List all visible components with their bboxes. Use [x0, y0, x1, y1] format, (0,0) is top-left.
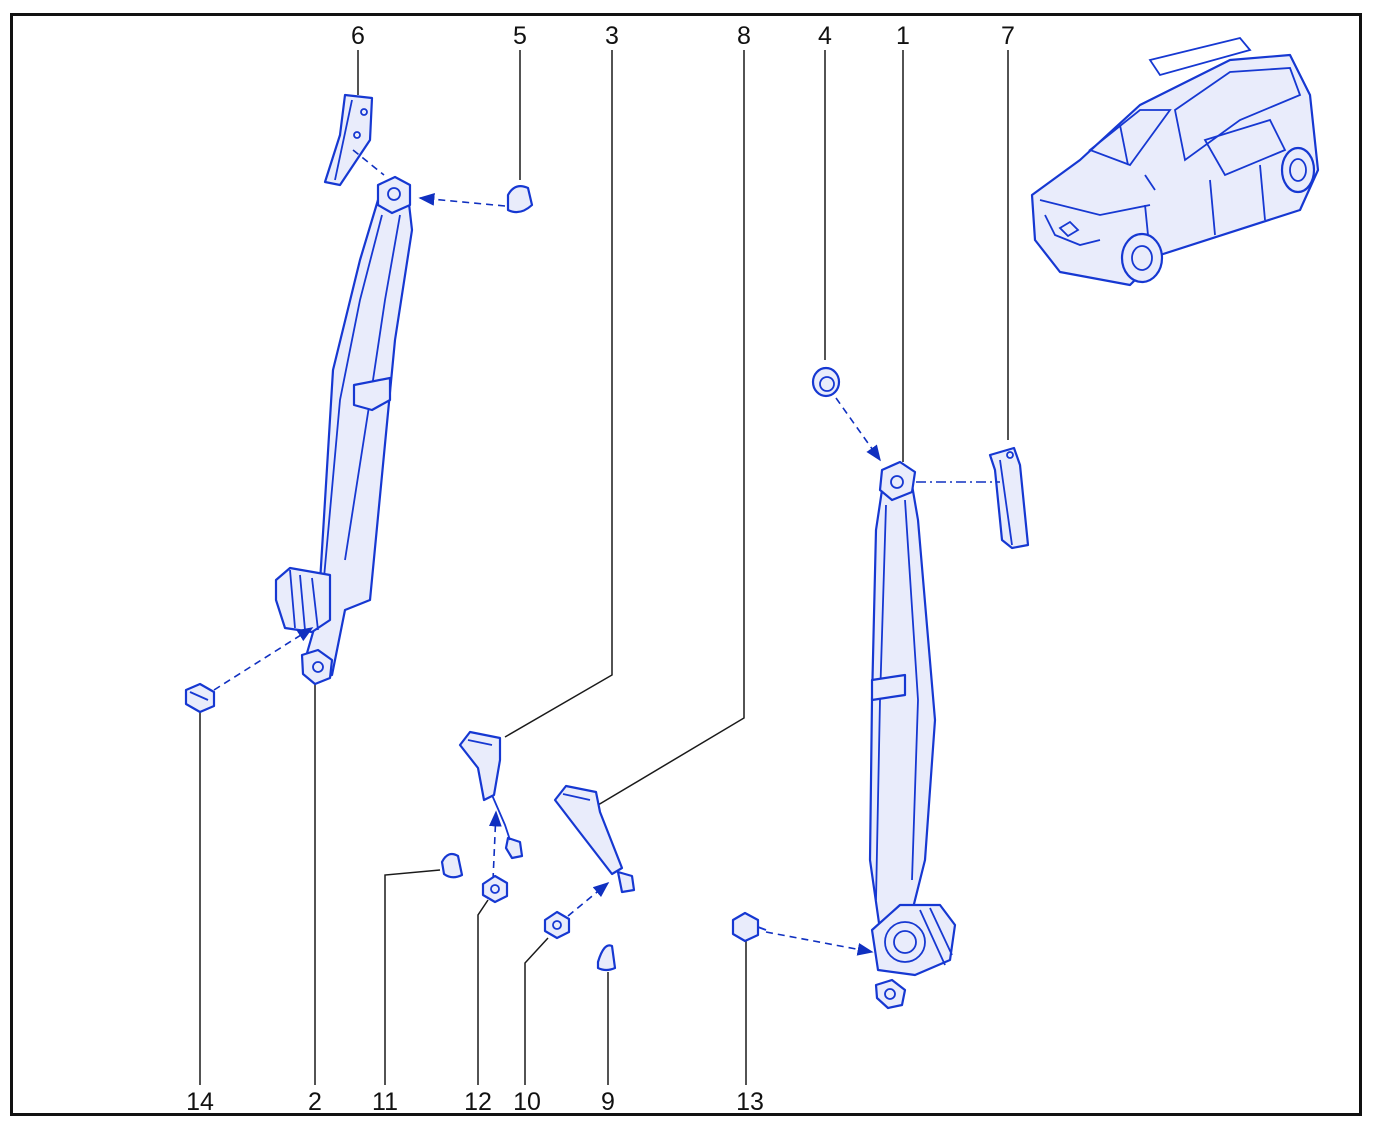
- callout-1: 1: [896, 22, 910, 50]
- part-13-bolt: [731, 911, 767, 943]
- part-10-nut: [543, 910, 571, 940]
- callout-10: 10: [513, 1088, 541, 1116]
- callout-4: 4: [818, 22, 832, 50]
- part-3-buckle: [458, 730, 524, 860]
- callout-5: 5: [513, 22, 527, 50]
- callout-12: 12: [464, 1088, 492, 1116]
- callout-13: 13: [736, 1088, 764, 1116]
- vehicle-thumbnail: [1030, 36, 1320, 287]
- callout-9: 9: [601, 1088, 615, 1116]
- leader-lines: [199, 50, 1009, 1085]
- part-8-buckle: [553, 784, 636, 894]
- callout-8: 8: [737, 22, 751, 50]
- part-4-cap: [811, 366, 841, 398]
- callout-7: 7: [1001, 22, 1015, 50]
- callout-14: 14: [186, 1088, 214, 1116]
- part-11-washer: [440, 852, 464, 879]
- callout-3: 3: [605, 22, 619, 50]
- left-seat-belt-assembly: [274, 175, 414, 686]
- callout-11: 11: [372, 1088, 398, 1116]
- callout-labels: 6 5 3 8 4 1 7 14 2 11 12 10 9 13: [186, 22, 1015, 1116]
- part-6-height-adjuster-left: [323, 93, 374, 187]
- part-14-bolt: [184, 682, 216, 714]
- part-5-cap: [506, 185, 534, 214]
- right-seat-belt-assembly: [868, 460, 957, 1010]
- callout-6: 6: [351, 22, 365, 50]
- callout-2: 2: [308, 1088, 322, 1116]
- part-7-height-adjuster-right: [988, 446, 1030, 550]
- part-9-washer: [596, 944, 617, 972]
- part-12-nut: [481, 874, 509, 904]
